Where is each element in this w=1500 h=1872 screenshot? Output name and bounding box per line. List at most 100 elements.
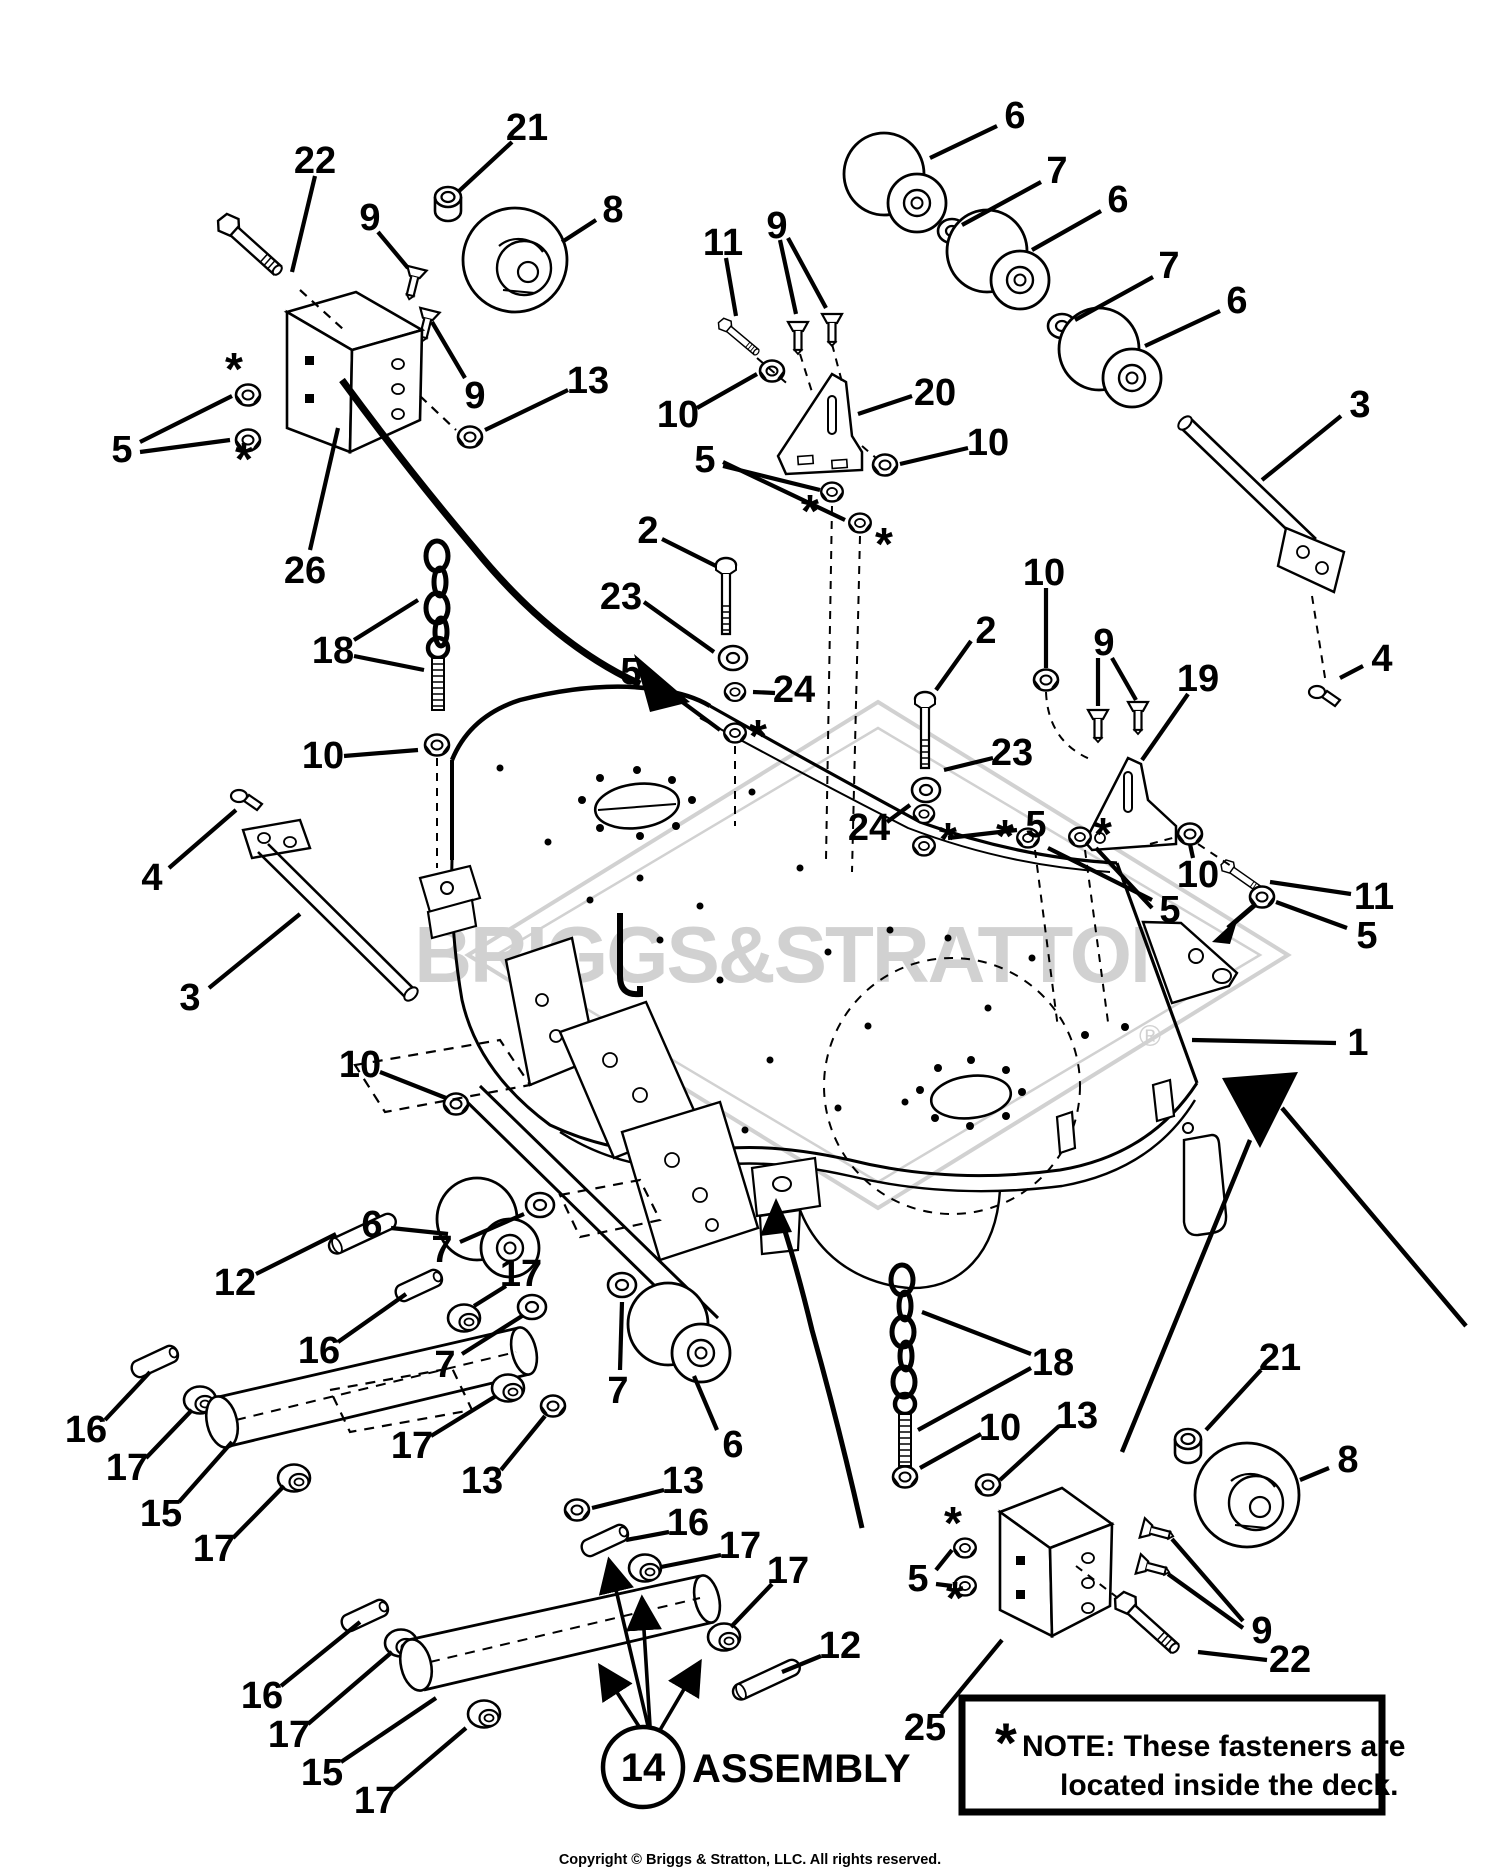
leader-line bbox=[343, 747, 419, 759]
callout-label-9: 9 bbox=[359, 197, 380, 239]
leader-line bbox=[1191, 1037, 1337, 1046]
callout-label-17: 17 bbox=[767, 1550, 809, 1592]
leader-line bbox=[1110, 656, 1138, 702]
eye-bolt-18 bbox=[895, 1394, 915, 1466]
callout-label-10: 10 bbox=[339, 1044, 381, 1086]
roller-bottom-center bbox=[606, 1271, 732, 1384]
washer-7 bbox=[606, 1271, 638, 1299]
eye-bolt-18 bbox=[428, 638, 448, 710]
leader-line bbox=[591, 1487, 665, 1511]
nut-10 bbox=[442, 1092, 470, 1116]
leader-line bbox=[660, 1552, 722, 1570]
leader-line bbox=[692, 1375, 719, 1431]
pin-12 bbox=[729, 1656, 804, 1704]
asterisk-mark: * bbox=[939, 813, 957, 865]
callout-label-1: 1 bbox=[1347, 1022, 1368, 1064]
leader-line bbox=[695, 372, 759, 410]
bracket-25 bbox=[997, 1486, 1115, 1639]
callout-label-4: 4 bbox=[141, 857, 162, 899]
nut-13 bbox=[539, 1394, 567, 1418]
leader-line bbox=[279, 1620, 362, 1688]
leader-line bbox=[934, 639, 973, 692]
assembly-label: ASSEMBLY bbox=[692, 1747, 911, 1791]
bolt-22 bbox=[212, 208, 290, 282]
leader-line bbox=[781, 1654, 822, 1674]
leader-line bbox=[103, 1370, 152, 1422]
nut-5 bbox=[1068, 826, 1092, 848]
leader-line bbox=[885, 803, 912, 824]
callout-label-25: 25 bbox=[904, 1707, 946, 1749]
arm-15 bbox=[398, 1574, 722, 1692]
callout-label-4: 4 bbox=[1371, 638, 1392, 680]
callout-label-13: 13 bbox=[662, 1460, 704, 1502]
nut-13 bbox=[563, 1498, 591, 1522]
spacer-16 bbox=[577, 1521, 632, 1560]
callout-label-22: 22 bbox=[294, 140, 336, 182]
bracket-26-group bbox=[212, 185, 569, 455]
leader-line bbox=[289, 175, 318, 273]
leader-line bbox=[648, 676, 722, 732]
callout-label-16: 16 bbox=[65, 1409, 107, 1451]
bolt-4 bbox=[1307, 684, 1342, 708]
nut-10 bbox=[871, 453, 899, 477]
bracket-19-group bbox=[1016, 668, 1276, 1029]
roller-6 bbox=[842, 131, 948, 234]
callout-label-8: 8 bbox=[602, 189, 623, 231]
callout-label-9: 9 bbox=[766, 205, 787, 247]
asterisk-mark: * bbox=[996, 810, 1014, 862]
callout-label-10: 10 bbox=[657, 394, 699, 436]
leader-line bbox=[960, 180, 1043, 227]
leader-line bbox=[144, 1408, 194, 1460]
nut-5 bbox=[912, 835, 936, 857]
washer-7 bbox=[516, 1293, 548, 1321]
note-line2: located inside the deck. bbox=[1060, 1769, 1398, 1802]
callout-label-13: 13 bbox=[1056, 1395, 1098, 1437]
leader-line bbox=[255, 1232, 337, 1276]
nut-5 bbox=[820, 481, 844, 503]
nut-24 bbox=[912, 803, 936, 825]
callout-label-5: 5 bbox=[111, 429, 132, 471]
callout-label-5: 5 bbox=[1159, 889, 1180, 931]
nut-13 bbox=[456, 425, 484, 449]
spacer-21 bbox=[433, 185, 463, 223]
leader-line bbox=[1187, 843, 1196, 859]
bushing-17 bbox=[706, 1622, 742, 1652]
bolt-22 bbox=[1109, 1586, 1187, 1660]
callout-label-16: 16 bbox=[667, 1502, 709, 1544]
callout-label-20: 20 bbox=[914, 372, 956, 414]
callout-label-13: 13 bbox=[567, 360, 609, 402]
leader-line bbox=[857, 394, 913, 416]
roller-6 bbox=[626, 1281, 732, 1384]
callout-label-3: 3 bbox=[179, 977, 200, 1019]
callout-label-26: 26 bbox=[284, 550, 326, 592]
callout-label-5: 5 bbox=[620, 651, 641, 693]
callout-label-7: 7 bbox=[1046, 150, 1067, 192]
callout-label-9: 9 bbox=[464, 375, 485, 417]
leader-line bbox=[1094, 846, 1154, 910]
callout-label-17: 17 bbox=[719, 1525, 761, 1567]
spindle-dashed-outline bbox=[823, 957, 1081, 1215]
callout-label-17: 17 bbox=[391, 1425, 433, 1467]
callout-label-10: 10 bbox=[1023, 552, 1065, 594]
note-line1: NOTE: These fasteners are bbox=[1022, 1730, 1405, 1763]
deck-wheel-8 bbox=[461, 206, 569, 314]
leader-line bbox=[339, 1696, 438, 1764]
hex-key bbox=[617, 913, 643, 998]
callout-label-15: 15 bbox=[140, 1493, 182, 1535]
callout-label-21: 21 bbox=[506, 107, 548, 149]
screw-9 bbox=[398, 264, 428, 303]
leader-line bbox=[429, 1394, 498, 1438]
rod-3-right bbox=[1177, 415, 1346, 708]
spindle-opening-left bbox=[593, 782, 681, 830]
screw-9 bbox=[1134, 1553, 1173, 1583]
leader-line bbox=[786, 236, 828, 310]
roller-6 bbox=[1057, 306, 1163, 409]
bolt-4 bbox=[229, 788, 264, 812]
leader-line bbox=[307, 427, 341, 551]
leader-line bbox=[1140, 692, 1190, 762]
leader-line bbox=[456, 140, 514, 194]
leader-line bbox=[177, 1440, 234, 1504]
leader-line bbox=[472, 1284, 508, 1308]
callout-label-11: 11 bbox=[1354, 876, 1394, 918]
leader-line bbox=[1275, 900, 1348, 930]
